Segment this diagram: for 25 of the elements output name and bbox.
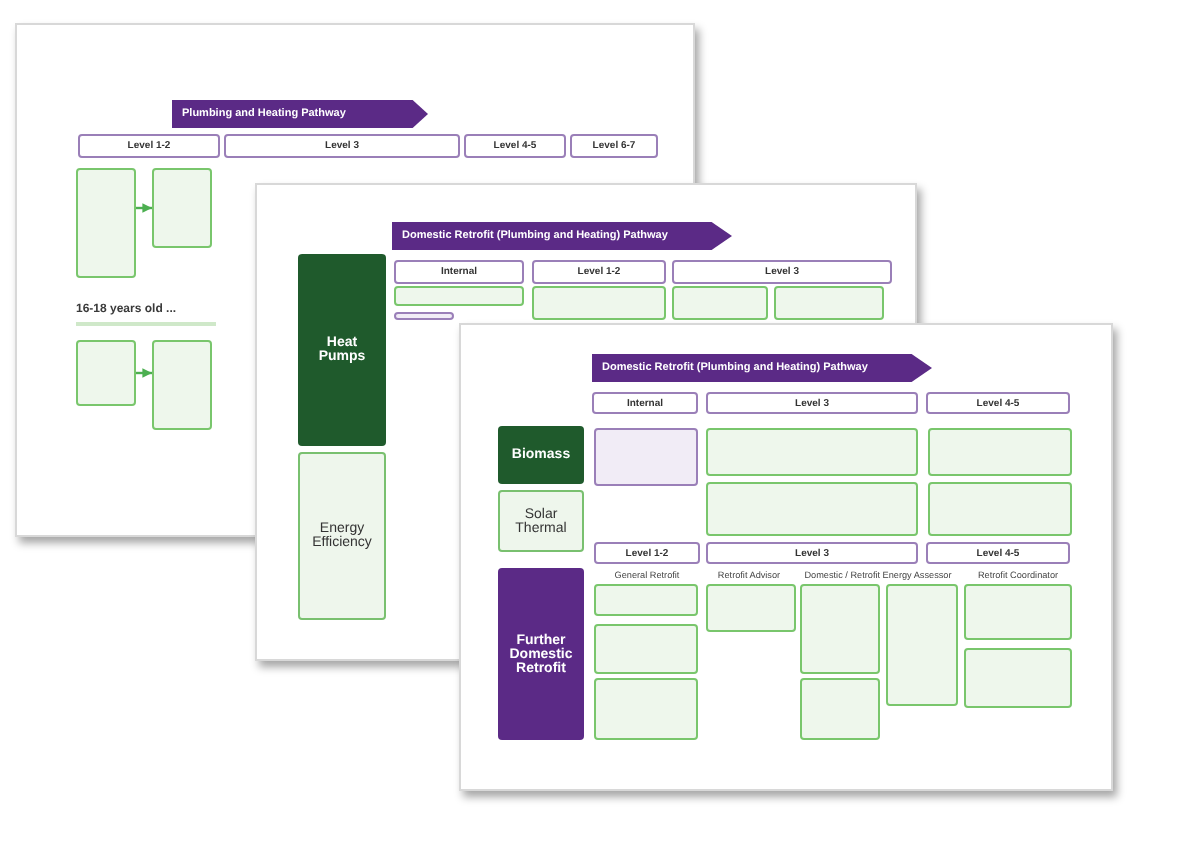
course-card	[964, 584, 1072, 640]
course-card	[706, 482, 918, 536]
course-card	[706, 584, 796, 632]
course-card	[152, 340, 212, 430]
course-card	[964, 648, 1072, 708]
course-card	[594, 624, 698, 674]
course-card	[706, 428, 918, 476]
course-card	[800, 678, 880, 740]
arrow	[136, 368, 152, 378]
arrow	[136, 203, 152, 213]
course-card	[152, 168, 212, 248]
course-card	[594, 428, 698, 486]
course-card	[928, 482, 1072, 536]
course-card	[394, 312, 454, 320]
course-card	[672, 286, 768, 320]
course-card	[532, 286, 666, 320]
course-card	[594, 678, 698, 740]
course-card	[594, 584, 698, 616]
course-card	[76, 340, 136, 406]
course-card	[774, 286, 884, 320]
course-card	[886, 584, 958, 706]
course-card	[800, 584, 880, 674]
course-card	[928, 428, 1072, 476]
course-card	[76, 168, 136, 278]
course-card	[394, 286, 524, 306]
